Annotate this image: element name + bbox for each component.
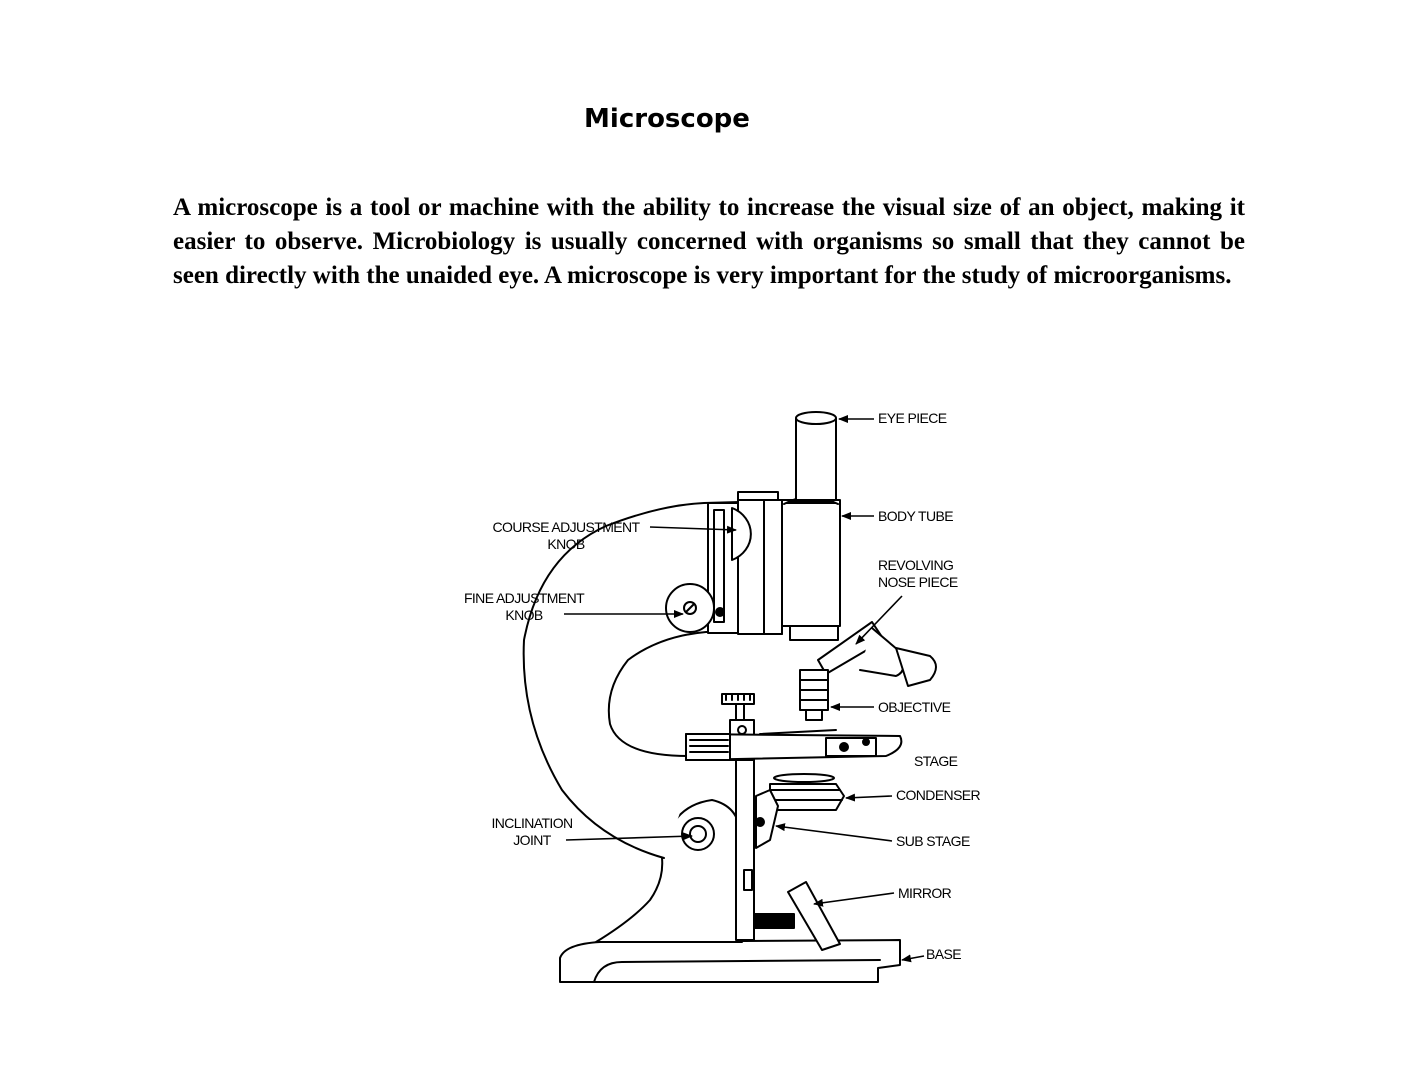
coarse-knob-shape	[731, 507, 752, 561]
label-coarse-adjustment-2: KNOB	[547, 536, 585, 552]
label-inclination-joint-1: INCLINATION	[491, 815, 572, 831]
page-title: Microscope	[584, 104, 750, 134]
substage-rail-shape	[735, 759, 755, 941]
label-eye-piece: EYE PIECE	[878, 410, 947, 426]
intro-paragraph: A microscope is a tool or machine with t…	[173, 194, 1245, 289]
label-stage: STAGE	[914, 753, 958, 769]
label-revolving-nose-piece-1: REVOLVING	[878, 557, 953, 573]
eye-piece-shape	[795, 417, 837, 501]
condenser-shape	[769, 783, 845, 811]
label-sub-stage: SUB STAGE	[896, 833, 970, 849]
label-base: BASE	[926, 946, 961, 962]
label-revolving-nose-piece-2: NOSE PIECE	[878, 574, 958, 590]
mirror-shape	[787, 881, 841, 951]
label-fine-adjustment-1: FINE ADJUSTMENT	[464, 590, 585, 606]
label-fine-adjustment-2: KNOB	[505, 607, 543, 623]
label-condenser: CONDENSER	[896, 787, 981, 803]
body-tube-shape	[781, 499, 841, 627]
label-inclination-joint-2: JOINT	[513, 832, 551, 848]
label-body-tube: BODY TUBE	[878, 508, 953, 524]
label-objective: OBJECTIVE	[878, 699, 951, 715]
label-mirror: MIRROR	[898, 885, 952, 901]
label-coarse-adjustment-1: COURSE ADJUSTMENT	[493, 519, 641, 535]
